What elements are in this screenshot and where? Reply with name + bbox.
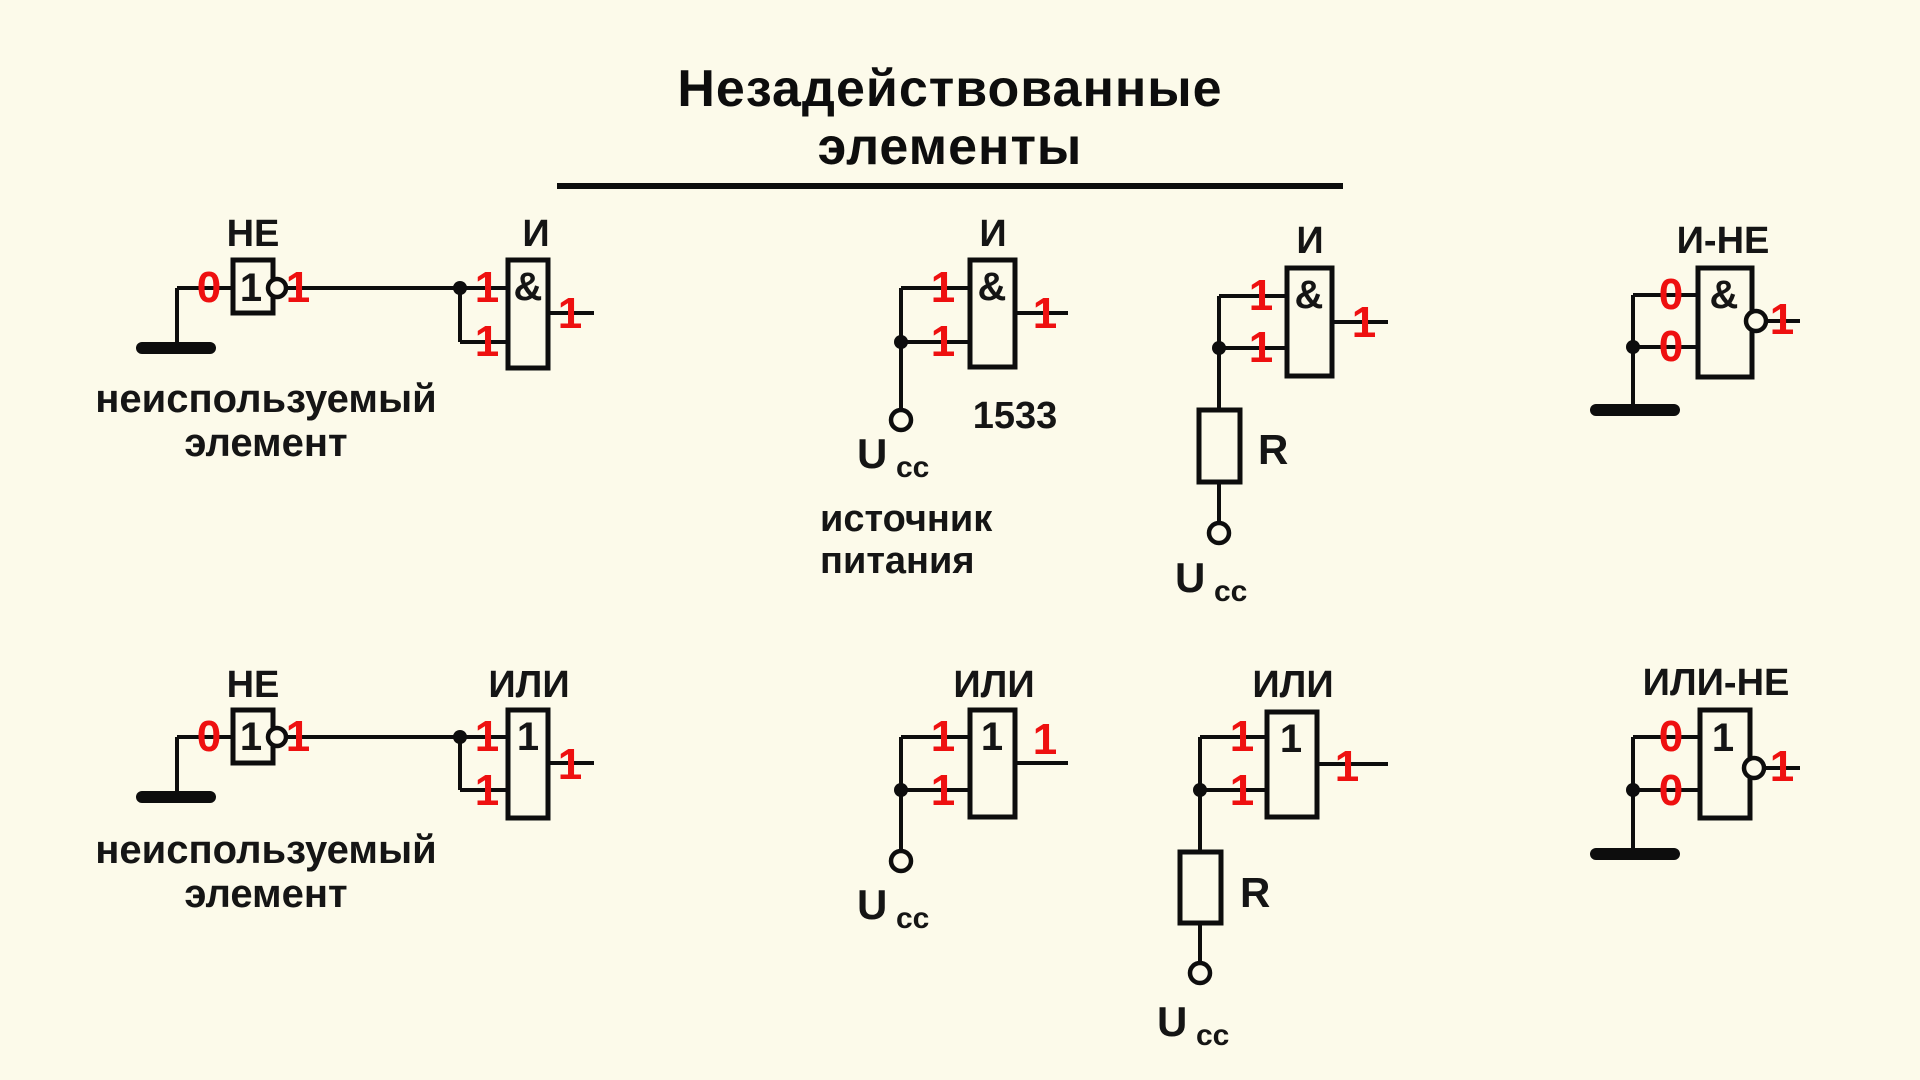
ucc-label: U bbox=[1157, 998, 1187, 1045]
junction-dot bbox=[894, 783, 908, 797]
ucc-subscript: cc bbox=[1196, 1019, 1229, 1052]
input-value: 1 bbox=[931, 766, 955, 815]
input-value: 1 bbox=[1230, 712, 1254, 761]
caption: неиспользуемый bbox=[95, 828, 437, 872]
output-value: 1 bbox=[558, 740, 582, 789]
inversion-bubble-icon bbox=[1743, 308, 1769, 334]
circuit-and-inputs-to-ucc: И & 1 1 1 1533 U cc источник питания bbox=[820, 213, 1068, 582]
output-value: 1 bbox=[1770, 742, 1794, 791]
circuit-and-inputs-via-resistor-to-ucc: И & 1 1 1 R U cc bbox=[1175, 220, 1388, 608]
inverted-value: 1 bbox=[286, 263, 310, 312]
input-value: 1 bbox=[931, 712, 955, 761]
gate-symbol: 1 bbox=[981, 715, 1003, 759]
ucc-subscript: cc bbox=[896, 902, 929, 935]
resistor-icon bbox=[1196, 407, 1243, 485]
input-value: 1 bbox=[475, 317, 499, 366]
inversion-bubble-icon bbox=[1741, 755, 1767, 781]
gate-label: ИЛИ bbox=[953, 664, 1034, 706]
input-value: 1 bbox=[1249, 271, 1273, 320]
input-value: 1 bbox=[475, 263, 499, 312]
ucc-label: U bbox=[857, 430, 887, 477]
gate-label: И bbox=[979, 213, 1006, 255]
caption: неиспользуемый bbox=[95, 377, 437, 421]
resistor-label: R bbox=[1240, 869, 1270, 916]
inverted-value: 1 bbox=[286, 712, 310, 761]
input-value: 0 bbox=[1659, 322, 1683, 371]
caption: элемент bbox=[184, 421, 347, 465]
junction-dot bbox=[1212, 341, 1226, 355]
power-terminal-icon bbox=[888, 407, 914, 433]
resistor-label: R bbox=[1258, 426, 1288, 473]
junction-dot bbox=[1626, 340, 1640, 354]
output-value: 1 bbox=[1770, 295, 1794, 344]
input-value: 0 bbox=[1659, 712, 1683, 761]
inversion-bubble-icon bbox=[265, 276, 289, 300]
input-value: 0 bbox=[1659, 766, 1683, 815]
input-value: 0 bbox=[197, 263, 221, 312]
gate-symbol: 1 bbox=[240, 266, 262, 310]
output-value: 1 bbox=[1352, 298, 1376, 347]
junction-dot bbox=[1193, 783, 1207, 797]
circuit-unused-not-feeding-and: НЕ И 1 & 0 1 1 1 1 неиспользуемый элемен… bbox=[95, 213, 594, 465]
power-terminal-icon bbox=[1187, 960, 1213, 986]
input-value: 1 bbox=[1249, 323, 1273, 372]
input-value: 0 bbox=[1659, 270, 1683, 319]
chip-label: 1533 bbox=[973, 395, 1058, 437]
gate-label: ИЛИ-НЕ bbox=[1643, 662, 1790, 704]
gate-label: НЕ bbox=[227, 213, 280, 255]
power-terminal-icon bbox=[888, 848, 914, 874]
ucc-subscript: cc bbox=[896, 451, 929, 484]
caption: питания bbox=[820, 540, 975, 582]
ucc-subscript: cc bbox=[1214, 575, 1247, 608]
caption: элемент bbox=[184, 872, 347, 916]
input-value: 1 bbox=[475, 712, 499, 761]
gate-symbol: & bbox=[514, 265, 543, 309]
gate-symbol: 1 bbox=[240, 715, 262, 759]
power-terminal-icon bbox=[1206, 520, 1232, 546]
input-value: 1 bbox=[1230, 766, 1254, 815]
gate-symbol: 1 bbox=[1280, 717, 1302, 761]
junction-dot bbox=[1626, 783, 1640, 797]
input-value: 1 bbox=[475, 766, 499, 815]
inversion-bubble-icon bbox=[265, 725, 289, 749]
output-value: 1 bbox=[1335, 742, 1359, 791]
circuit-unused-not-feeding-or: НЕ ИЛИ 1 1 0 1 1 1 1 неиспользуемый элем… bbox=[95, 664, 594, 916]
diagram-title: Незадействованные элементы bbox=[557, 60, 1343, 190]
ucc-label: U bbox=[857, 881, 887, 928]
output-value: 1 bbox=[1033, 715, 1057, 764]
junction-dot bbox=[894, 335, 908, 349]
caption: источник bbox=[820, 498, 993, 540]
output-value: 1 bbox=[1033, 289, 1057, 338]
resistor-icon bbox=[1177, 849, 1224, 926]
output-value: 1 bbox=[558, 289, 582, 338]
gate-symbol: 1 bbox=[1712, 716, 1734, 760]
gate-symbol: & bbox=[1710, 273, 1739, 317]
gate-symbol: & bbox=[978, 265, 1007, 309]
input-value: 1 bbox=[931, 263, 955, 312]
gate-label: И bbox=[522, 213, 549, 255]
gate-symbol: & bbox=[1295, 273, 1324, 317]
circuit-grounded-nand: И-НЕ & 0 0 1 bbox=[1590, 220, 1800, 416]
circuit-grounded-nor: ИЛИ-НЕ 1 0 0 1 bbox=[1590, 662, 1800, 860]
circuit-or-inputs-via-resistor-to-ucc: ИЛИ 1 1 1 1 R U cc bbox=[1157, 664, 1388, 1052]
gate-label: ИЛИ bbox=[1252, 664, 1333, 706]
input-value: 1 bbox=[931, 317, 955, 366]
gate-symbol: 1 bbox=[517, 715, 539, 759]
ucc-label: U bbox=[1175, 554, 1205, 601]
gate-label: И bbox=[1296, 220, 1323, 262]
gate-label: ИЛИ bbox=[488, 664, 569, 706]
gate-label: НЕ bbox=[227, 664, 280, 706]
circuit-or-inputs-to-ucc: ИЛИ 1 1 1 1 U cc bbox=[857, 664, 1068, 935]
input-value: 0 bbox=[197, 712, 221, 761]
gate-label: И-НЕ bbox=[1677, 220, 1770, 262]
